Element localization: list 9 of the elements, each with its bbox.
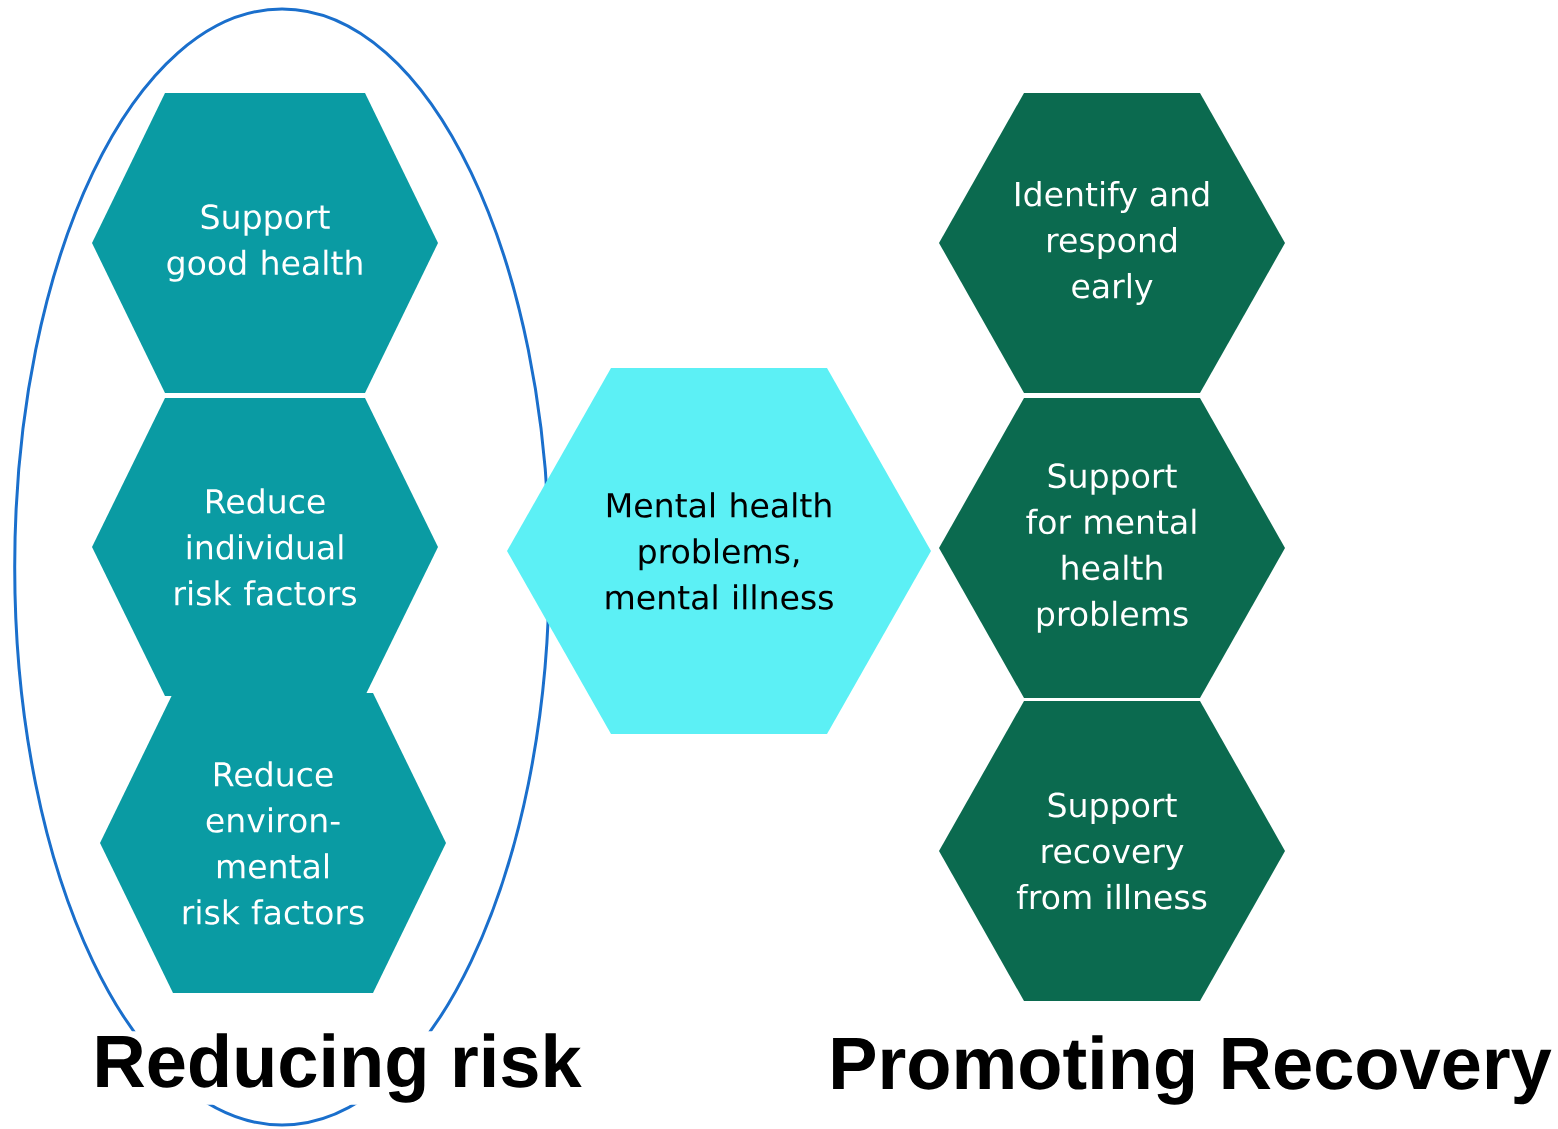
hexagon: Identify and respond early bbox=[939, 93, 1285, 393]
hexagon: Support recovery from illness bbox=[939, 701, 1285, 1001]
hexagon: Support for mental health problems bbox=[939, 398, 1285, 698]
hexagon: Support good health bbox=[92, 93, 438, 393]
node-label: Reduce environ-mental risk factors bbox=[183, 761, 364, 925]
hexagon: Reduce individual risk factors bbox=[92, 398, 438, 696]
node-label: Reduce individual risk factors bbox=[175, 488, 356, 606]
hexagon: Mental health problems, mental illness bbox=[507, 368, 931, 734]
hexagon: Reduce environ-mental risk factors bbox=[100, 693, 446, 993]
